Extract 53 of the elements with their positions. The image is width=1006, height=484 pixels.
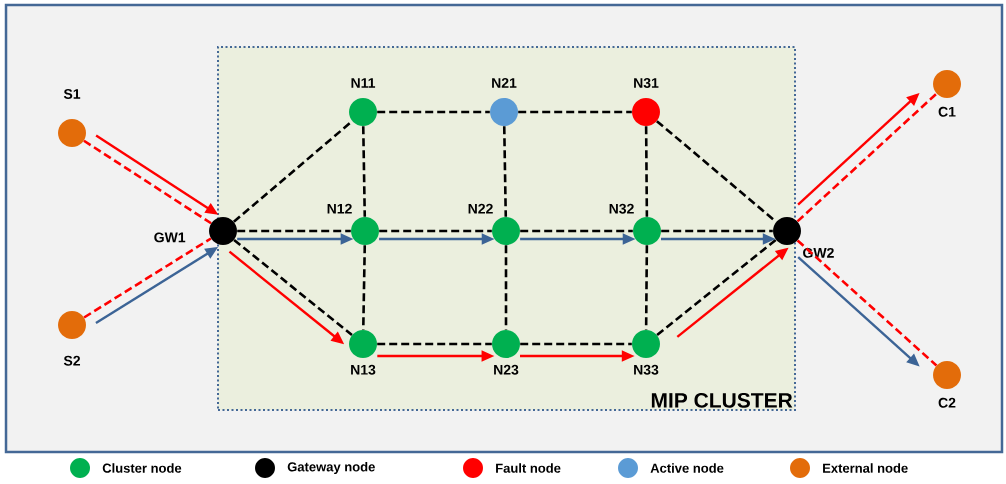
legend-text: Gateway node	[287, 461, 375, 475]
legend-text: Cluster node	[102, 463, 182, 473]
link-line	[377, 110, 490, 114]
link-line	[379, 229, 492, 233]
link-line	[83, 237, 212, 319]
link-line	[661, 229, 773, 233]
node-label: C1	[938, 106, 956, 117]
node-label: N12	[327, 203, 352, 214]
link-line	[361, 126, 367, 217]
link-line	[656, 238, 777, 337]
node-label: N23	[494, 364, 519, 375]
node-label: C2	[938, 397, 956, 408]
node-label: N13	[351, 364, 376, 375]
network-node: C1	[933, 70, 961, 117]
link-line	[502, 126, 508, 217]
network-node: C2	[933, 361, 961, 408]
node-label: N11	[351, 78, 376, 88]
network-node: N13	[349, 330, 377, 375]
node-label: N33	[634, 364, 659, 375]
link-line	[520, 229, 633, 233]
link-line	[504, 245, 508, 330]
link-line	[237, 229, 351, 233]
node-label: N22	[468, 203, 493, 214]
link-line	[796, 92, 938, 223]
network-node: N11	[349, 78, 377, 126]
link-line	[644, 126, 649, 217]
network-node: N32	[609, 203, 661, 245]
node-label: N31	[634, 78, 659, 88]
link-line	[233, 238, 353, 337]
link-line	[644, 245, 649, 330]
network-node: S1	[58, 89, 86, 147]
legend-text: Fault node	[496, 463, 561, 473]
legend-text: Active node	[650, 463, 724, 473]
network-node: N12	[327, 203, 379, 245]
network-node: N23	[492, 330, 520, 375]
node-label: S2	[63, 355, 81, 366]
link-line	[518, 110, 632, 114]
link-line	[83, 139, 212, 225]
network-node: N21	[490, 78, 518, 126]
node-label: S1	[63, 89, 81, 99]
network-node: N22	[468, 203, 520, 245]
legend-text: External node	[823, 463, 908, 473]
network-node: N31	[632, 78, 660, 126]
network-node: S2	[58, 311, 86, 366]
node-label: N32	[609, 203, 634, 214]
node-label: N21	[492, 78, 517, 88]
network-node: N33	[632, 330, 660, 375]
link-line	[796, 239, 938, 367]
link-line	[520, 342, 632, 346]
node-label: GW1	[154, 232, 186, 243]
link-line	[377, 342, 492, 346]
link-line	[361, 245, 367, 330]
link-line	[656, 120, 777, 223]
